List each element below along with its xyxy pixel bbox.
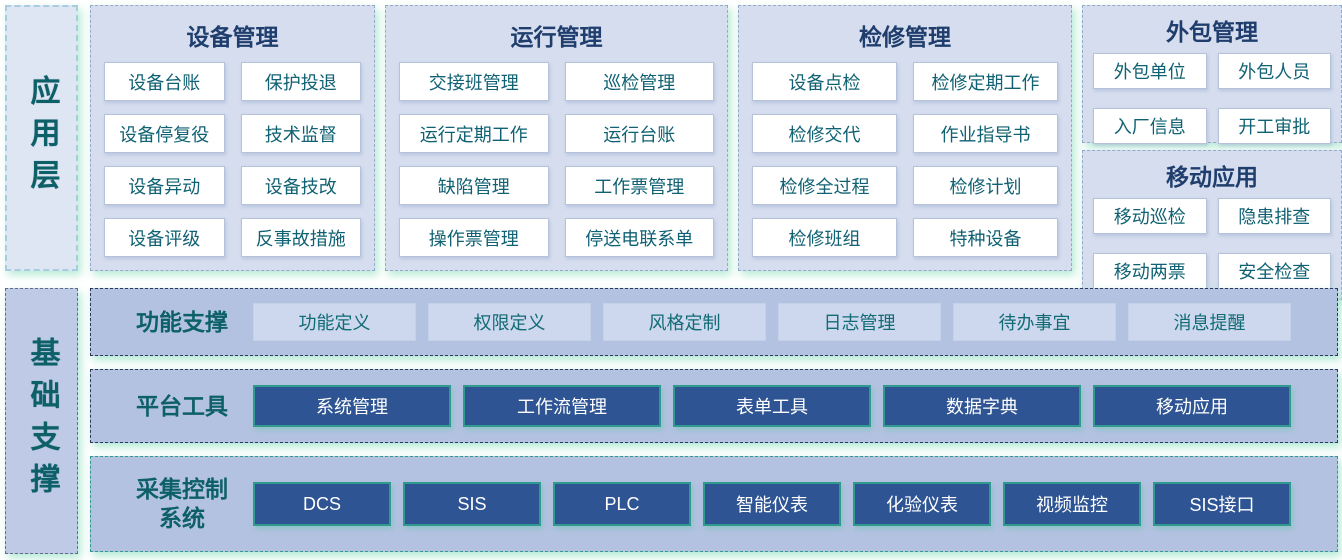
row-items: 系统管理工作流管理表单工具数据字典移动应用: [253, 385, 1291, 427]
module-item: 安全检查: [1217, 253, 1331, 289]
module-item: 开工审批: [1217, 108, 1331, 144]
row-title: 采集控制系统: [111, 475, 253, 533]
group-items: 外包单位外包人员入厂信息开工审批: [1093, 53, 1331, 144]
group-panel: 外包管理外包单位外包人员入厂信息开工审批: [1082, 5, 1342, 144]
platform-item: 表单工具: [673, 385, 871, 427]
module-item: 检修交代: [752, 114, 897, 153]
platform-item: 工作流管理: [463, 385, 661, 427]
application-layer-label: 应用层: [5, 5, 78, 271]
foundation-layer-label-text: 基础支撑: [25, 337, 59, 505]
module-item: 运行定期工作: [399, 114, 549, 153]
module-item: 反事故措施: [240, 218, 361, 257]
platform-item: 权限定义: [428, 303, 591, 341]
module-item: 设备停复役: [104, 114, 225, 153]
platform-item: 数据字典: [883, 385, 1081, 427]
module-item: 检修定期工作: [913, 62, 1058, 101]
module-item: 设备技改: [240, 166, 361, 205]
group-panel: 检修管理设备点检检修定期工作检修交代作业指导书检修全过程检修计划检修班组特种设备: [738, 5, 1072, 271]
group-panel: 设备管理设备台账保护投退设备停复役技术监督设备异动设备技改设备评级反事故措施: [90, 5, 375, 271]
foundation-rows: 功能支撑功能定义权限定义风格定制日志管理待办事宜消息提醒平台工具系统管理工作流管…: [90, 288, 1338, 554]
platform-item: 智能仪表: [703, 482, 841, 526]
right-column: 外包管理外包单位外包人员入厂信息开工审批移动应用移动巡检隐患排查移动两票安全检查: [1082, 5, 1342, 300]
module-item: 设备评级: [104, 218, 225, 257]
group-title: 运行管理: [510, 24, 603, 50]
foundation-layer-label: 基础支撑: [5, 288, 78, 554]
module-item: 交接班管理: [399, 62, 549, 101]
group-title: 移动应用: [1166, 164, 1258, 190]
platform-item: SIS: [403, 482, 541, 526]
application-layer-section: 应用层 设备管理设备台账保护投退设备停复役技术监督设备异动设备技改设备评级反事故…: [5, 5, 1342, 300]
module-item: 巡检管理: [564, 62, 714, 101]
row-items: 功能定义权限定义风格定制日志管理待办事宜消息提醒: [253, 303, 1291, 341]
platform-item: 系统管理: [253, 385, 451, 427]
group-title: 外包管理: [1166, 19, 1258, 45]
module-item: 移动两票: [1093, 253, 1207, 289]
module-item: 操作票管理: [399, 218, 549, 257]
group-title: 设备管理: [186, 24, 279, 50]
module-item: 设备异动: [104, 166, 225, 205]
module-item: 作业指导书: [913, 114, 1058, 153]
group-panel: 运行管理交接班管理巡检管理运行定期工作运行台账缺陷管理工作票管理操作票管理停送电…: [385, 5, 728, 271]
group-items: 交接班管理巡检管理运行定期工作运行台账缺陷管理工作票管理操作票管理停送电联系单: [399, 62, 714, 257]
platform-item: 日志管理: [778, 303, 941, 341]
module-item: 停送电联系单: [564, 218, 714, 257]
module-item: 外包单位: [1093, 53, 1207, 89]
group-panel: 移动应用移动巡检隐患排查移动两票安全检查: [1082, 150, 1342, 300]
module-item: 检修班组: [752, 218, 897, 257]
row-title-text: 采集控制系统: [136, 476, 228, 531]
application-layer-label-text: 应用层: [25, 75, 59, 201]
row-title-text: 平台工具: [136, 392, 228, 419]
group-items: 设备台账保护投退设备停复役技术监督设备异动设备技改设备评级反事故措施: [104, 62, 361, 257]
module-item: 缺陷管理: [399, 166, 549, 205]
group-items: 移动巡检隐患排查移动两票安全检查: [1093, 198, 1331, 289]
foundation-layer-section: 基础支撑 功能支撑功能定义权限定义风格定制日志管理待办事宜消息提醒平台工具系统管…: [5, 288, 1338, 554]
module-item: 检修计划: [913, 166, 1058, 205]
module-item: 工作票管理: [564, 166, 714, 205]
row-title: 平台工具: [111, 392, 253, 421]
platform-item: SIS接口: [1153, 482, 1291, 526]
module-item: 保护投退: [240, 62, 361, 101]
module-item: 外包人员: [1217, 53, 1331, 89]
module-item: 隐患排查: [1217, 198, 1331, 234]
platform-item: 化验仪表: [853, 482, 991, 526]
module-item: 检修全过程: [752, 166, 897, 205]
row-title: 功能支撑: [111, 308, 253, 337]
row-items: DCS SIS PLC 智能仪表化验仪表视频监控 SIS接口: [253, 482, 1291, 526]
platform-item: 移动应用: [1093, 385, 1291, 427]
module-item: 设备点检: [752, 62, 897, 101]
app-groups: 设备管理设备台账保护投退设备停复役技术监督设备异动设备技改设备评级反事故措施运行…: [90, 5, 1342, 300]
module-item: 技术监督: [240, 114, 361, 153]
module-item: 移动巡检: [1093, 198, 1207, 234]
module-item: 特种设备: [913, 218, 1058, 257]
platform-item: DCS: [253, 482, 391, 526]
foundation-row: 平台工具系统管理工作流管理表单工具数据字典移动应用: [90, 369, 1338, 443]
platform-item: 待办事宜: [953, 303, 1116, 341]
platform-item: 视频监控: [1003, 482, 1141, 526]
module-item: 设备台账: [104, 62, 225, 101]
platform-item: 风格定制: [603, 303, 766, 341]
foundation-row: 功能支撑功能定义权限定义风格定制日志管理待办事宜消息提醒: [90, 288, 1338, 356]
module-item: 入厂信息: [1093, 108, 1207, 144]
platform-item: 功能定义: [253, 303, 416, 341]
platform-item: 消息提醒: [1128, 303, 1291, 341]
group-title: 检修管理: [859, 24, 951, 50]
group-items: 设备点检检修定期工作检修交代作业指导书检修全过程检修计划检修班组特种设备: [752, 62, 1058, 257]
row-title-text: 功能支撑: [136, 308, 228, 335]
platform-item: PLC: [553, 482, 691, 526]
module-item: 运行台账: [564, 114, 714, 153]
foundation-row: 采集控制系统 DCS SIS PLC 智能仪表化验仪表视频监控 SIS接口: [90, 456, 1338, 552]
